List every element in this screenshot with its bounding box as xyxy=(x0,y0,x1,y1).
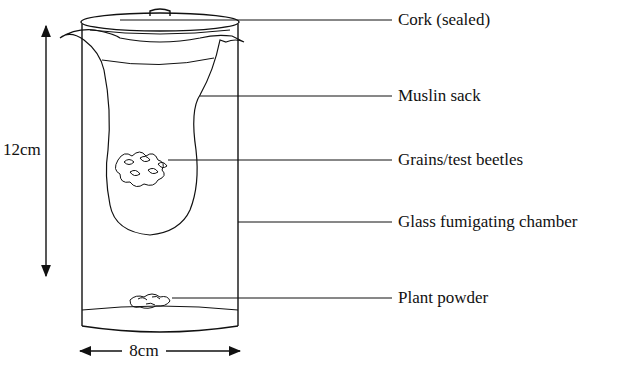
leader-lines xyxy=(168,20,392,298)
muslin-sack xyxy=(60,30,244,235)
plant-powder xyxy=(130,294,170,308)
chamber-wall xyxy=(237,24,238,326)
chamber-wall xyxy=(81,24,82,326)
sack-fold xyxy=(102,58,214,65)
part-label: Cork (sealed) xyxy=(398,10,490,30)
dimension-label: 12cm xyxy=(3,140,41,160)
chamber-base xyxy=(82,326,238,332)
cork-knob xyxy=(150,9,170,16)
width-dimension xyxy=(80,350,122,351)
cork-line xyxy=(120,20,200,21)
grains xyxy=(115,152,167,187)
part-label: Muslin sack xyxy=(398,86,481,106)
cork xyxy=(81,13,239,31)
dimension-label: 8cm xyxy=(129,341,158,361)
part-label: Glass fumigating chamber xyxy=(398,212,577,232)
height-dimension xyxy=(45,26,46,276)
width-dimension xyxy=(166,350,240,351)
part-label: Grains/test beetles xyxy=(398,150,523,170)
part-label: Plant powder xyxy=(398,288,488,308)
